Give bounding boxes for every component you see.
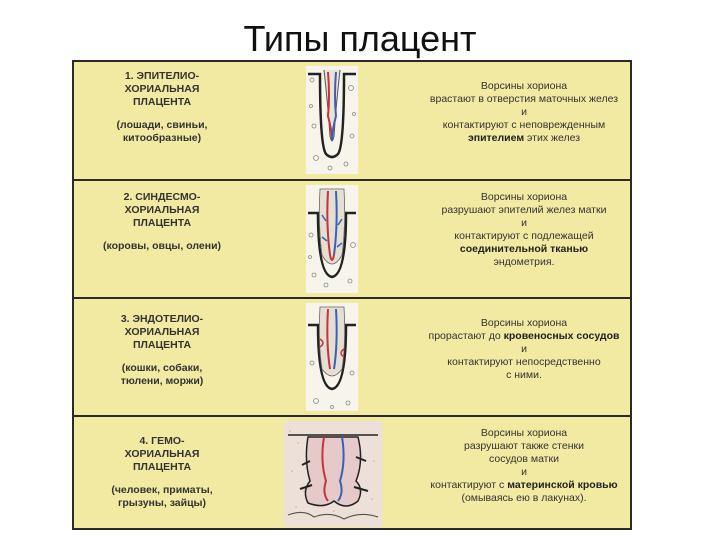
placenta-type-examples: (человек, приматы, грызуны, зайцы): [111, 484, 213, 509]
placenta-type-description: Ворсины хориона разрушают также стенки с…: [430, 427, 618, 504]
placenta-type-description: Ворсины хориона разрушают эпителий желез…: [441, 191, 607, 268]
placenta-type-name: 3. ЭНДОТЕЛИО- ХОРИАЛЬНАЯ ПЛАЦЕНТА: [120, 313, 204, 351]
placenta-type-description: Ворсины хориона врастают в отверстия мат…: [429, 80, 619, 144]
syndesmochorial-placenta-illustration: [306, 185, 358, 293]
table-row: 2. СИНДЕСМО- ХОРИАЛЬНАЯ ПЛАЦЕНТА (коровы…: [74, 181, 630, 299]
hemochorial-placenta-illustration: [284, 421, 382, 527]
epitheliochorial-placenta-illustration: [306, 66, 358, 174]
placenta-type-examples: (лошади, свиньи, китообразные): [116, 119, 208, 144]
placenta-type-name: 1. ЭПИТЕЛИО- ХОРИАЛЬНАЯ ПЛАЦЕНТА: [124, 70, 200, 108]
endotheliochorial-placenta-illustration: [306, 303, 358, 411]
placenta-type-label: 4. ГЕМО- ХОРИАЛЬНАЯ ПЛАЦЕНТА (человек, п…: [82, 435, 242, 510]
placenta-types-table: 1. ЭПИТЕЛИО- ХОРИАЛЬНАЯ ПЛАЦЕНТА (лошади…: [72, 60, 632, 530]
table-row: 4. ГЕМО- ХОРИАЛЬНАЯ ПЛАЦЕНТА (человек, п…: [74, 417, 630, 528]
placenta-type-name: 2. СИНДЕСМО- ХОРИАЛЬНАЯ ПЛАЦЕНТА: [123, 191, 201, 229]
table-row: 3. ЭНДОТЕЛИО- ХОРИАЛЬНАЯ ПЛАЦЕНТА (кошки…: [74, 299, 630, 417]
table-row: 1. ЭПИТЕЛИО- ХОРИАЛЬНАЯ ПЛАЦЕНТА (лошади…: [74, 62, 630, 181]
placenta-type-label: 1. ЭПИТЕЛИО- ХОРИАЛЬНАЯ ПЛАЦЕНТА (лошади…: [82, 70, 242, 145]
placenta-type-label: 2. СИНДЕСМО- ХОРИАЛЬНАЯ ПЛАЦЕНТА (коровы…: [82, 191, 242, 253]
placenta-type-label: 3. ЭНДОТЕЛИО- ХОРИАЛЬНАЯ ПЛАЦЕНТА (кошки…: [82, 313, 242, 388]
placenta-type-description: Ворсины хориона прорастают до кровеносны…: [428, 317, 620, 381]
placenta-type-examples: (кошки, собаки, тюлени, моржи): [120, 362, 204, 387]
page-title: Типы плацент: [243, 18, 477, 59]
placenta-type-examples: (коровы, овцы, олени): [102, 240, 222, 252]
placenta-type-name: 4. ГЕМО- ХОРИАЛЬНАЯ ПЛАЦЕНТА: [124, 435, 200, 473]
